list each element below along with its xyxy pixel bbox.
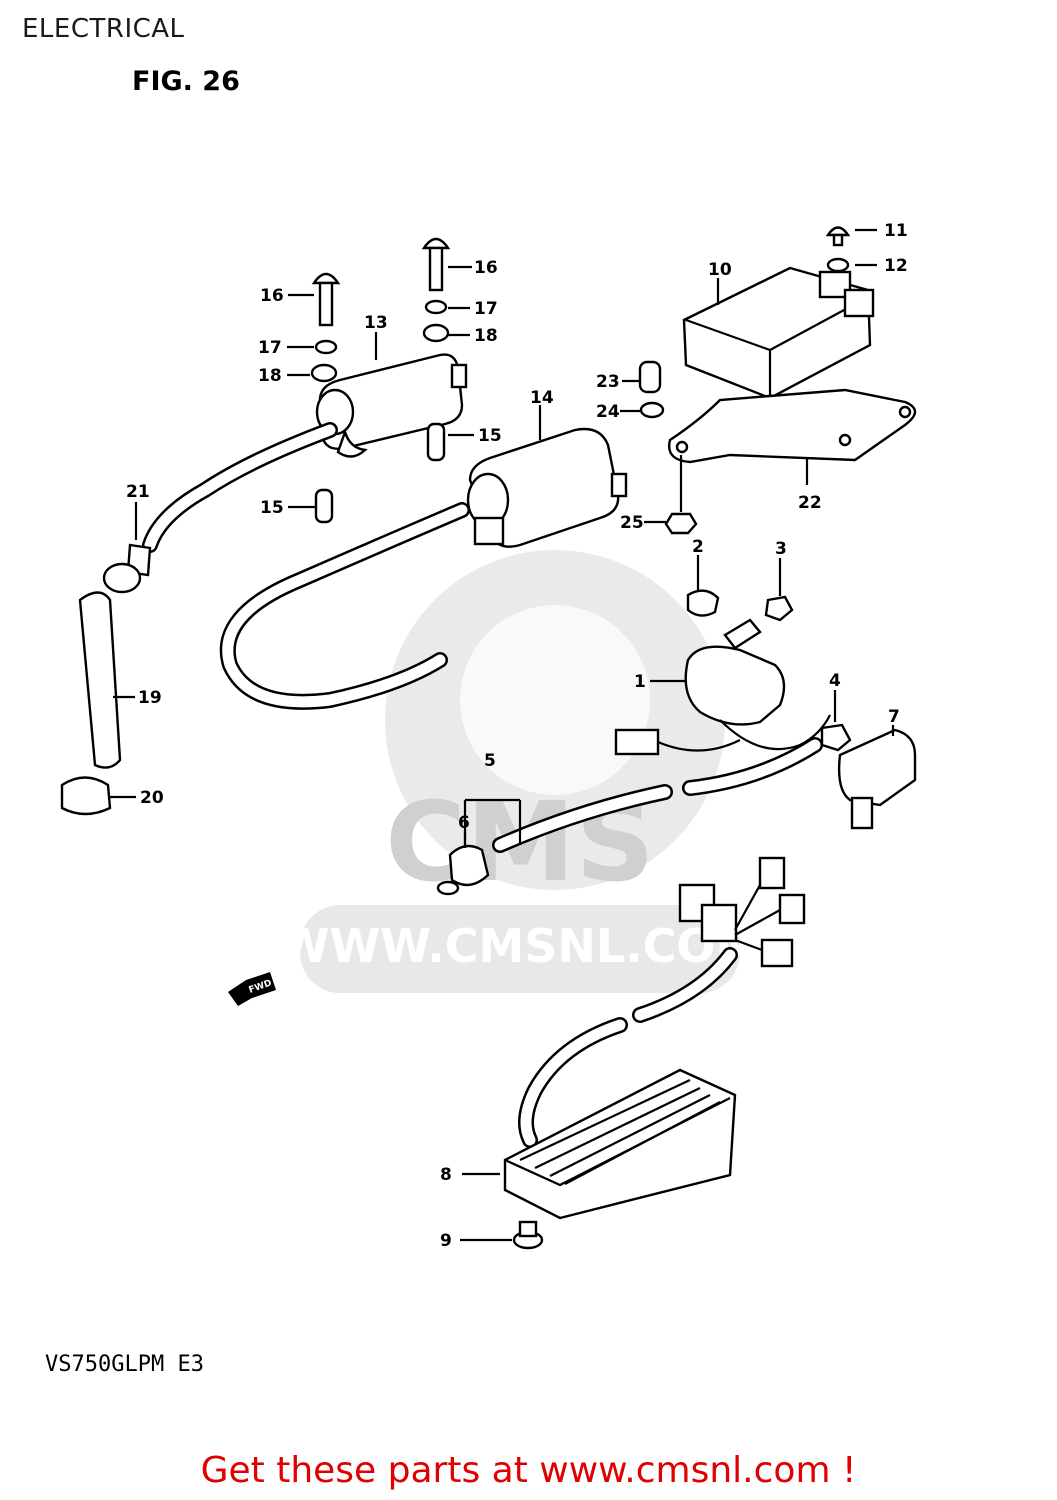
callout-17a: 17 [258, 338, 282, 358]
callout-9: 9 [440, 1231, 452, 1251]
forward-arrow: FWD [228, 972, 276, 1006]
callout-2: 2 [692, 537, 704, 557]
callout-15b: 15 [260, 498, 284, 518]
callout-10: 10 [708, 260, 732, 280]
callout-20: 20 [140, 788, 164, 808]
screw-9[interactable] [512, 1220, 544, 1250]
starter-relay-1[interactable] [614, 589, 852, 756]
callout-5: 5 [484, 751, 496, 771]
callout-21: 21 [126, 482, 150, 502]
callout-1: 1 [634, 672, 646, 692]
callout-3: 3 [775, 539, 787, 559]
callout-4: 4 [829, 671, 841, 691]
buy-parts-link[interactable]: Get these parts at www.cmsnl.com ! [200, 1450, 857, 1491]
callout-6: 6 [458, 813, 470, 833]
callout-11: 11 [884, 221, 908, 241]
callout-16a: 16 [260, 286, 284, 306]
figure-label: FIG. 26 [132, 66, 240, 97]
plug-cap-assembly[interactable] [60, 543, 152, 816]
callout-23: 23 [596, 372, 620, 392]
callout-8: 8 [440, 1165, 452, 1185]
callout-14: 14 [530, 388, 554, 408]
callout-13: 13 [364, 313, 388, 333]
callout-24: 24 [596, 402, 620, 422]
fasteners-igniter[interactable] [638, 226, 851, 535]
callout-17b: 17 [474, 299, 498, 319]
fasteners-coil[interactable] [310, 237, 451, 524]
callout-25: 25 [620, 513, 644, 533]
model-code: VS750GLPM E3 [45, 1352, 204, 1377]
harness-connectors[interactable] [678, 856, 806, 968]
terminal-cap-6[interactable] [436, 844, 490, 896]
ignition-coil-14[interactable] [466, 427, 628, 548]
watermark-text: WWW.CMSNL.COM [279, 919, 762, 973]
callout-19: 19 [138, 688, 162, 708]
callout-18b: 18 [474, 326, 498, 346]
ignition-coil-13[interactable] [315, 353, 468, 458]
callout-22: 22 [798, 493, 822, 513]
callout-16b: 16 [474, 258, 498, 278]
callout-12: 12 [884, 256, 908, 276]
cover-7[interactable] [837, 728, 917, 830]
igniter-unit-10[interactable] [682, 266, 875, 400]
callout-18a: 18 [258, 366, 282, 386]
regulator-rectifier-8[interactable] [503, 1068, 737, 1220]
bracket-22[interactable] [668, 388, 917, 464]
page-title: ELECTRICAL [22, 14, 185, 44]
leader-lines [110, 228, 895, 1242]
callout-7: 7 [888, 707, 900, 727]
callout-numbers: 16 17 18 13 16 17 18 15 15 14 21 19 20 1… [126, 221, 908, 1251]
watermark: CMS WWW.CMSNL.COM [279, 550, 762, 993]
callout-15a: 15 [478, 426, 502, 446]
